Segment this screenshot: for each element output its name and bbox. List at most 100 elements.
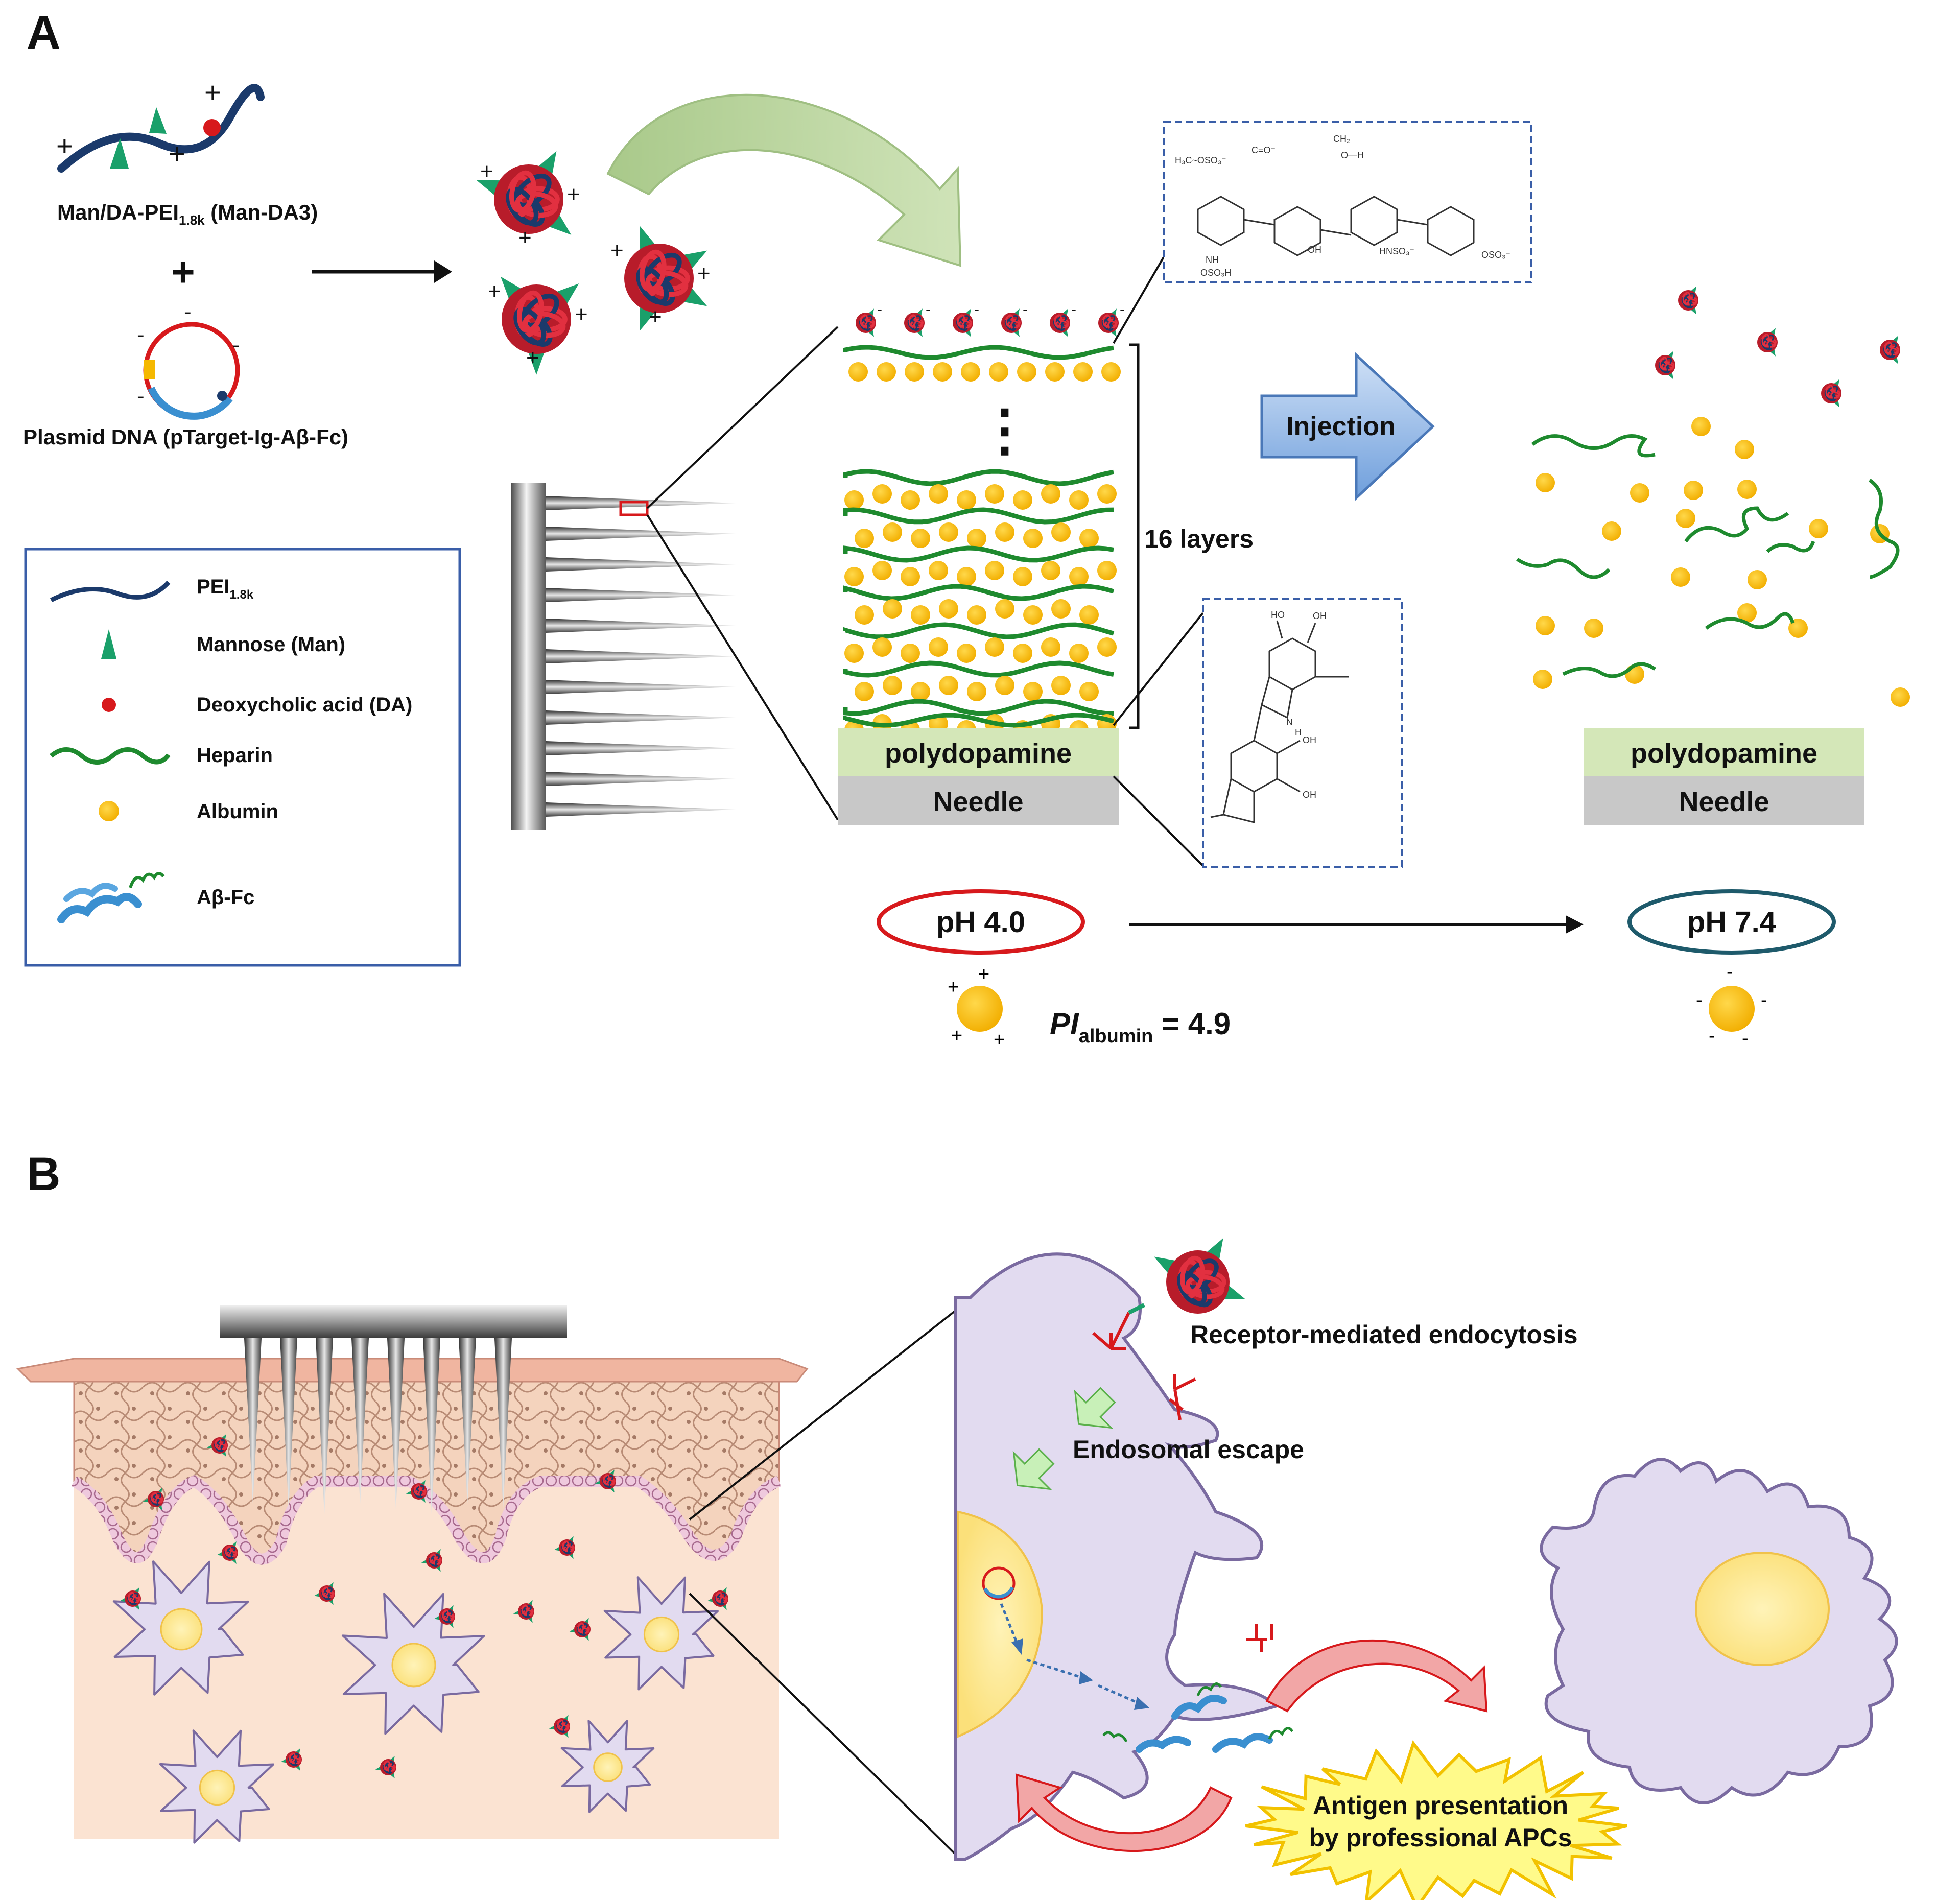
svg-text:-: - [1761,989,1767,1011]
svg-text:+: + [575,302,588,327]
polyplex-icon [406,1480,427,1503]
svg-text:+: + [480,159,493,184]
antigen-presentation-arrows [1015,1639,1488,1852]
polyplex-icon: +++ [610,226,711,331]
zoom-line-bottom [646,514,839,821]
legend-box: PEI1.8k Mannose (Man) Deoxycholic acid (… [24,548,461,967]
svg-text:-: - [974,301,979,318]
polydopamine-bar-left [838,728,1119,776]
polyplex-icon [434,1605,455,1628]
needle-bar-right [1584,776,1864,825]
polyplex-icon [280,1748,302,1771]
svg-text:C=O⁻: C=O⁻ [1251,145,1276,155]
injection-arrow [1260,352,1435,501]
svg-text:-: - [1120,301,1125,318]
svg-text:OH: OH [1313,611,1327,621]
zoom-line-b-bottom [689,1593,956,1855]
svg-text:+: + [526,345,539,370]
polyplex-icon [375,1755,396,1779]
svg-text:+: + [518,225,532,250]
surface-polyplex-icon [856,308,876,337]
surface-polyplex-icon [953,308,973,337]
svg-text:OH: OH [1303,735,1316,745]
ph-arrow [1129,915,1584,934]
zoom-line-top [646,326,839,509]
polyplex-icon: + + + [488,276,588,375]
panel-label-b: B [27,1148,60,1200]
polyplex-icon [1678,286,1698,315]
professional-apc-cell [1540,1458,1898,1804]
legend-albumin-icon [99,801,119,821]
svg-text:+: + [994,1029,1005,1051]
svg-text:O—H: O—H [1341,150,1364,160]
layer-ellipsis: ⋮ [977,399,1033,462]
svg-text:NH: NH [1206,255,1219,265]
svg-text:OSO₃⁻: OSO₃⁻ [1481,250,1510,260]
polyplex-icon [513,1600,534,1623]
antigen-presentation-starburst [1245,1740,1627,1900]
legend-da-icon [102,698,116,712]
legend-abfc-label: Aβ-Fc [197,886,254,909]
polyplex-icon [421,1549,442,1572]
ph-high-label: pH 7.4 [1687,906,1776,939]
microneedle-patch-top [220,1305,567,1514]
polyplex-icon [1880,336,1900,364]
albumin-negative-icon: - - - - - [1696,961,1767,1049]
svg-text:-: - [184,299,192,324]
ph-low-oval [877,889,1085,955]
svg-text:H₃C~OSO₃⁻: H₃C~OSO₃⁻ [1175,155,1226,165]
svg-text:+: + [649,304,662,329]
polyplex-icon [120,1587,141,1610]
albumin-positive-icon: + + + + [948,964,1005,1051]
polyplex-icon [217,1541,238,1564]
svg-text:+: + [567,182,580,207]
polyplex-icon: + + + [476,151,580,250]
polyplex-icon [569,1618,591,1641]
svg-text:-: - [1709,1025,1715,1047]
polydopamine-structure-box: HO OH N H OH OH [1202,598,1403,868]
legend-heparin-label: Heparin [197,744,273,767]
svg-text:+: + [951,1025,962,1047]
svg-text:-: - [1023,301,1028,318]
ph-low-label: pH 4.0 [936,906,1025,939]
polydopamine-label-left: polydopamine [885,738,1072,769]
svg-text:+: + [948,977,959,998]
layers-bracket [1129,343,1140,729]
pda-zoom-line-bottom [1113,775,1204,867]
svg-text:-: - [926,301,931,318]
legend-pei-icon [50,580,171,603]
svg-text:+: + [56,130,73,162]
curved-arrow [606,93,962,267]
polydopamine-bar-right [1584,728,1864,776]
coating-layer-stack: ------ [843,301,1125,740]
svg-text:-: - [1727,961,1733,983]
polyplex-icon [595,1469,616,1493]
polyplex-icon [143,1487,164,1511]
svg-text:+: + [204,76,221,108]
svg-text:-: - [232,332,240,358]
polyplex-icon [1655,351,1675,379]
svg-text:+: + [488,279,501,304]
polymer-label: Man/DA-PEI1.8k (Man-DA3) [57,200,318,228]
svg-text:+: + [697,261,711,286]
skin-polyplexes [120,1434,728,1779]
svg-text:-: - [1742,1028,1749,1049]
polymer-strand-icon: + + + [56,76,265,173]
svg-text:-: - [1696,989,1703,1011]
surface-polyplex-icon [1050,308,1070,337]
endocytosis-label: Receptor-mediated endocytosis [1190,1320,1578,1349]
polyplex-icon [1757,328,1778,357]
pi-albumin-label: PIalbumin = 4.9 [1050,1007,1231,1047]
heparin-zoom-line [1113,254,1166,344]
legend-mannose-label: Mannose (Man) [197,633,345,656]
legend-albumin-label: Albumin [197,800,278,823]
apc-cell-icon [603,1576,719,1691]
receptor-icons [1092,1303,1273,1652]
svg-text:+: + [978,964,989,985]
needle-label-right: Needle [1679,787,1769,817]
legend-abfc-icon [57,872,165,923]
legend-mannose-icon [101,629,116,659]
apc-cell-icon [159,1729,274,1844]
